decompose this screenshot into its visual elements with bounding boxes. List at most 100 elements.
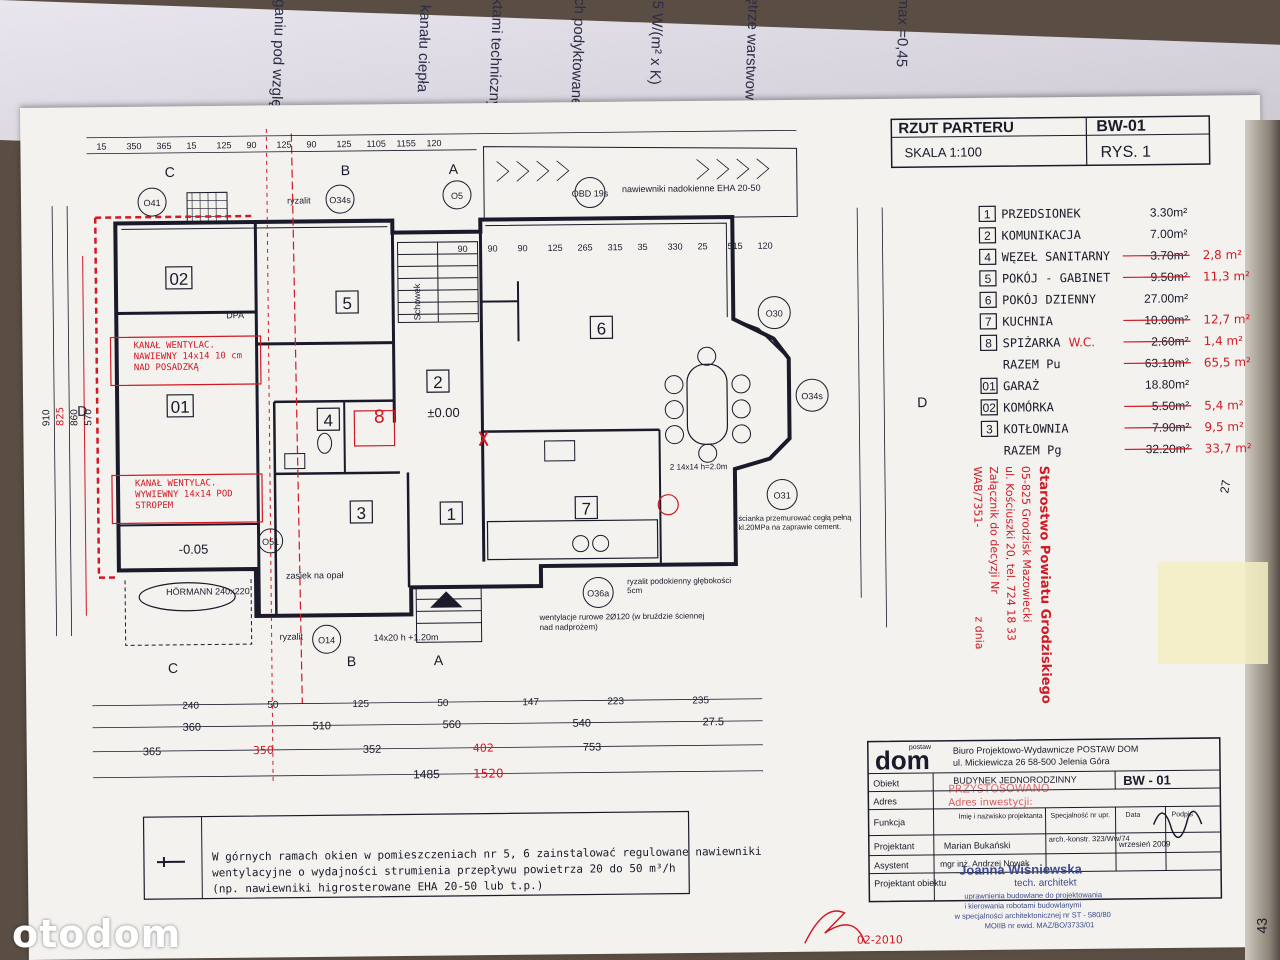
dimension-label-top: 350 [126,141,141,151]
opening-marker-label: O31 [774,490,791,500]
dimension-label-left: 910 [41,409,52,426]
dimension-label-top: 125 [276,140,291,150]
dimension-label-top: 365 [156,141,171,151]
architect-title: tech. architekt [1014,877,1077,889]
legend-room-name: RAZEM Pg [1004,443,1062,458]
title-box: RZUT PARTERU BW-01 SKALA 1:100 RYS. 1 [890,115,1211,169]
legend-area-correction: 65,5 m² [1204,355,1251,369]
opening-marker-label: O36a [587,588,609,598]
dimension-label-top: 90 [458,244,468,254]
dimension-label-bottom: 560 [442,719,460,731]
stamp-line-4: Załącznik do decyzji Nr [987,466,1001,594]
strike-line [1124,426,1192,429]
brand-logo: dom [875,745,930,776]
asystent-name: mgr inż. Andrzej Nowak [940,858,1030,869]
room-num-01: 01 [171,398,190,417]
funkcja-label: Funkcja [874,817,906,827]
dimension-label-top: 25 [698,241,708,251]
opening-marker-label: O5 [451,191,463,201]
strike-line [1122,254,1190,257]
dimension-label-left: 860 [69,409,80,426]
legend-room-name: RAZEM Pu [1003,357,1061,372]
dimension-label-top: 90 [246,140,256,150]
kanal-nawiewny-note: KANAŁ WENTYLAC. NAWIEWNY 14x14 10 cm NAD… [133,340,243,374]
stamp-line-1: Starostwo Powiatu Grodziskiego [1036,466,1053,704]
scianka-note: ścianka przemurować cegłą pełną kl.20MPa… [738,513,852,532]
dimension-label-bottom: 125 [352,699,369,710]
legend-num-box [980,399,998,416]
legend-room-name: KOMÓRKA [1003,399,1055,415]
legend-room-name: PRZEDSIONEK [1001,206,1081,221]
legend-num-box [978,248,997,266]
brand-small: postaw [909,744,932,751]
red-signature [804,910,866,944]
legend-room-name: POKÓJ DZIENNY [1002,291,1097,307]
section-a-bottom: A [434,652,444,668]
legend-area-correction: 33,7 m² [1205,441,1252,455]
dimension-label-top: 265 [578,242,593,252]
dimension-label-bottom: 510 [312,720,330,732]
legend-room-number: 01 [982,379,996,393]
dimension-label-bottom: 223 [607,696,624,707]
plan-code: BW-01 [1096,118,1146,136]
dimension-label-top: 1155 [396,138,415,148]
opening-marker-label: O34s [801,391,823,401]
ryzalit-podokienny-note: ryzalit podokienny głębokości 5cm [627,576,732,596]
legend-room-name: KOTŁOWNIA [1003,422,1069,437]
page-number: 43 [1254,918,1270,934]
dimension-label-top: 90 [306,139,316,149]
section-b-top: B [341,162,351,178]
dimension-label-bottom: 235 [692,695,709,706]
dimension-label-top: 315 [608,242,623,252]
hdr-data: Data [1126,812,1141,819]
opening-markers [137,177,829,654]
ventilation-note-box: W górnych ramach okien w pomieszczeniach… [142,810,762,900]
section-b-bottom: B [347,653,357,669]
note-line-1: W górnych ramach okien w pomieszczeniach… [212,845,762,864]
dimension-label-top: 515 [728,241,743,251]
dimension-label-top: 330 [668,242,683,252]
room-num-6: 6 [597,319,607,338]
legend-num-box [978,227,997,244]
legend-room-number: 4 [984,250,991,264]
strike-line [1123,340,1191,343]
dimension-label-bottom: 50 [267,700,279,711]
dimension-label-bottom: 540 [572,718,590,730]
approval-stamp: Starostwo Powiatu Grodziskiego 05-825 Gr… [971,466,1053,704]
stamp-line-5: WAB/7351- [971,466,985,527]
page-edge [1245,120,1280,960]
legend-area-correction: 9,5 m² [1204,420,1244,434]
title-block: postaw dom Biuro Projektowo-Wydawnicze P… [866,737,1223,930]
strike-line [1124,448,1192,451]
wentylacje-note: wentylacje rurowe 2Ø120 (w bruździe ście… [539,611,705,633]
dimension-label-top: 120 [758,241,773,251]
dimension-label-bottom: 350 [253,744,274,757]
uprawnienia-4: MOIIB nr ewid. MAZ/BO/3733/01 [985,920,1095,930]
hdr-imie: Imię i nazwisko projektanta [959,813,1043,821]
room-num-5: 5 [342,294,352,313]
room-num-4: 4 [324,411,334,430]
section-markers: A A B B C C D D [77,161,927,676]
plan-title: RZUT PARTERU [898,119,1014,137]
dimension-label-total: 1485 [413,767,440,781]
room-num-2: 2 [433,373,443,392]
dimension-label-top: 125 [548,243,563,253]
dimension-label-bottom: 352 [363,744,381,756]
dpa-label: DPA [226,310,244,320]
zasiek-label: zasiek na opał [286,570,344,581]
legend-num-box [979,313,998,330]
room-num-02: 02 [169,270,188,289]
legend-room-name: WĘZEŁ SANITARNY [1002,249,1111,264]
strike-line [1122,276,1190,279]
ryzalit-label-bottom: ryzalit [280,632,304,642]
legend-num-box [979,334,998,352]
ryzalit-label-top: ryzalit [287,195,311,205]
dimension-label-bottom: 50 [437,698,449,709]
dimension-label-top: 15 [96,142,106,152]
legend-area-correction: 11,3 m² [1203,269,1250,283]
dimension-label-left: 825 [55,407,66,426]
adres-label: Adres [873,796,897,806]
legend-room-area: 18.80m² [1145,377,1189,391]
